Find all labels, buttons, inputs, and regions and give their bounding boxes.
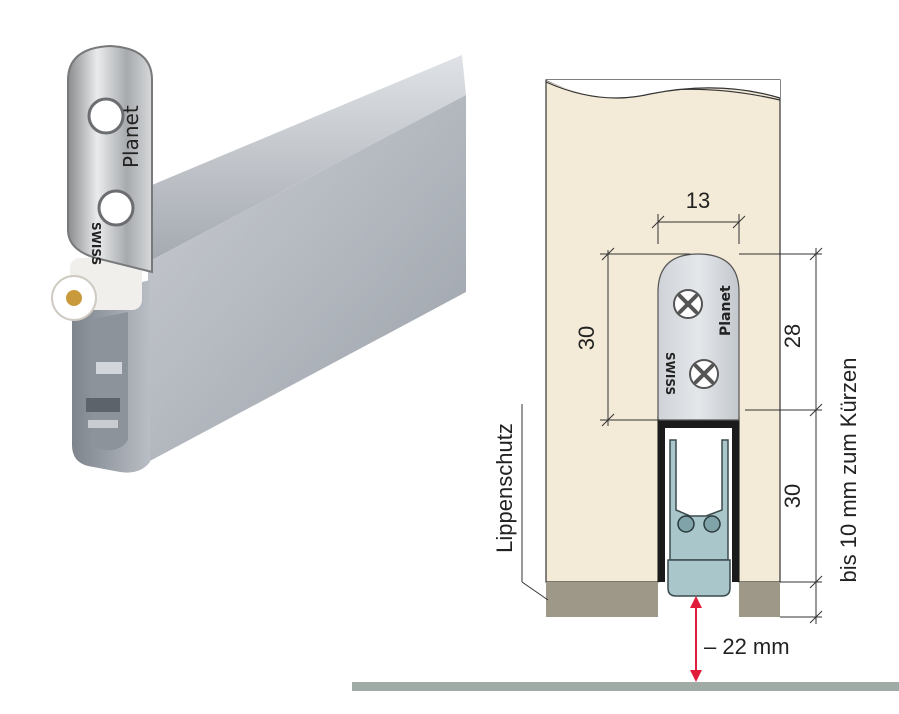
channel-wall-left bbox=[658, 420, 665, 582]
diagram-mounting-plate bbox=[657, 253, 740, 421]
technical-diagram: SWISS Planet bbox=[352, 79, 899, 691]
door-top-break-line bbox=[545, 81, 781, 99]
lip-guard-left bbox=[546, 582, 658, 617]
door-top-wave bbox=[546, 80, 780, 98]
seal-profile-end bbox=[90, 312, 128, 451]
diagram-brand-swiss: SWISS bbox=[663, 352, 677, 395]
dimension-shorten-note: bis 10 mm zum Kürzen bbox=[836, 358, 861, 583]
seal-lip-profile bbox=[667, 559, 731, 597]
channel-top bbox=[658, 420, 739, 428]
seal-lip bbox=[88, 420, 118, 428]
channel-wall-right bbox=[732, 420, 739, 582]
dimension-height-28: 28 bbox=[780, 324, 805, 348]
screw-head-icon bbox=[673, 289, 703, 319]
lip-guard-right bbox=[739, 582, 780, 617]
product-photo: SWISS Planet bbox=[51, 44, 466, 473]
dimension-lines bbox=[521, 214, 823, 624]
plate-brand-swiss: SWISS bbox=[89, 222, 103, 265]
seal-insert bbox=[96, 362, 122, 374]
plate-hole-bottom bbox=[97, 189, 135, 227]
double-arrow-icon bbox=[690, 596, 702, 682]
lip-guard-label: Lippenschutz bbox=[492, 423, 517, 553]
bar-front-face bbox=[148, 95, 466, 462]
bar-top-surface bbox=[140, 55, 466, 262]
plate-brand-planet: Planet bbox=[119, 105, 143, 168]
spring-left bbox=[677, 515, 695, 533]
floor bbox=[352, 682, 899, 691]
release-pin-hole bbox=[66, 290, 82, 306]
screw-head-icon bbox=[689, 359, 719, 389]
diagram-brand-planet: Planet bbox=[718, 285, 734, 336]
seal-insert-slot bbox=[86, 398, 120, 412]
gap-dimension: – 22 mm bbox=[704, 634, 790, 659]
dimension-travel-30: 30 bbox=[780, 484, 805, 508]
dimension-height-30-cap: 30 bbox=[574, 326, 599, 350]
plate-hole-top bbox=[87, 97, 125, 135]
spring-right bbox=[703, 515, 721, 533]
dimension-width-13: 13 bbox=[686, 188, 710, 213]
